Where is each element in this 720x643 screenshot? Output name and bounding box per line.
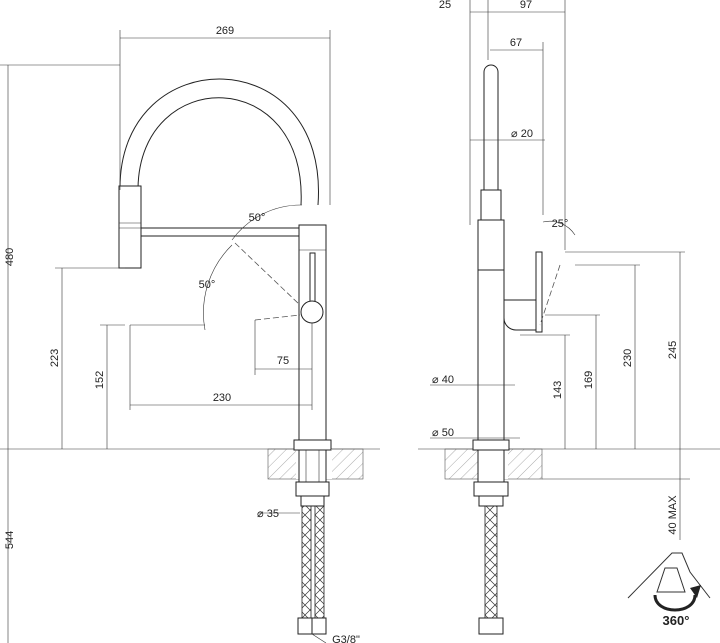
rotation-icon: 360° xyxy=(627,552,711,628)
dim-spray-diameter: ⌀ 20 xyxy=(511,128,533,140)
dim-body-diameter: ⌀ 40 xyxy=(432,374,454,386)
dim-base-diameter: ⌀ 50 xyxy=(432,427,454,439)
dim-height: 480 xyxy=(4,248,16,266)
dim-deck-max: 40 MAX xyxy=(667,495,679,535)
dim-offset-left: 25 xyxy=(439,0,451,11)
side-spray-head xyxy=(480,189,502,221)
dim-spray-offset: 67 xyxy=(510,37,522,49)
hose-fitting-right xyxy=(311,617,327,635)
side-lever xyxy=(535,251,543,333)
side-hose-fitting xyxy=(478,617,504,635)
spout-arm xyxy=(140,227,300,237)
lever-knob xyxy=(300,300,324,324)
dim-spray-height: 223 xyxy=(49,349,61,367)
dim-143: 143 xyxy=(552,381,564,399)
dim-thread: G3/8" xyxy=(332,634,360,643)
side-hose xyxy=(484,505,498,619)
spout-arch-outer xyxy=(119,78,319,206)
dim-lever-offset: 75 xyxy=(277,355,289,367)
side-spray-collar xyxy=(477,219,505,271)
dim-230: 230 xyxy=(622,349,634,367)
front-view: 269 480 544 223 152 230 75 50° 50° ⌀ xyxy=(0,25,380,643)
hose-fitting-left xyxy=(297,617,313,635)
tap-base xyxy=(293,439,332,451)
side-body xyxy=(477,269,505,447)
rotation-label: 360° xyxy=(663,613,690,628)
dim-below-deck: 544 xyxy=(4,531,16,549)
angle-top: 50° xyxy=(249,212,266,224)
hose-left xyxy=(301,505,312,619)
hose-right xyxy=(314,505,325,619)
dim-outlet-height: 152 xyxy=(94,371,106,389)
lever xyxy=(309,252,316,306)
spout-arch-inner xyxy=(137,97,302,206)
side-spout xyxy=(483,64,499,190)
side-lever-housing xyxy=(503,299,541,331)
angle-side: 50° xyxy=(199,279,216,291)
lock-nut xyxy=(295,481,330,497)
side-view: 25 97 67 ⌀ 20 25° ⌀ 40 ⌀ 50 143 169 230 xyxy=(418,0,720,635)
shank xyxy=(298,449,327,483)
dim-169: 169 xyxy=(583,371,595,389)
dim-245: 245 xyxy=(667,341,679,359)
dim-width: 269 xyxy=(216,25,234,37)
spray-head xyxy=(118,185,142,269)
dim-offset-total: 97 xyxy=(520,0,532,11)
angle-lever: 25° xyxy=(552,218,569,230)
dim-hose-diameter: ⌀ 35 xyxy=(257,508,279,520)
dim-spout-reach: 230 xyxy=(213,392,231,404)
